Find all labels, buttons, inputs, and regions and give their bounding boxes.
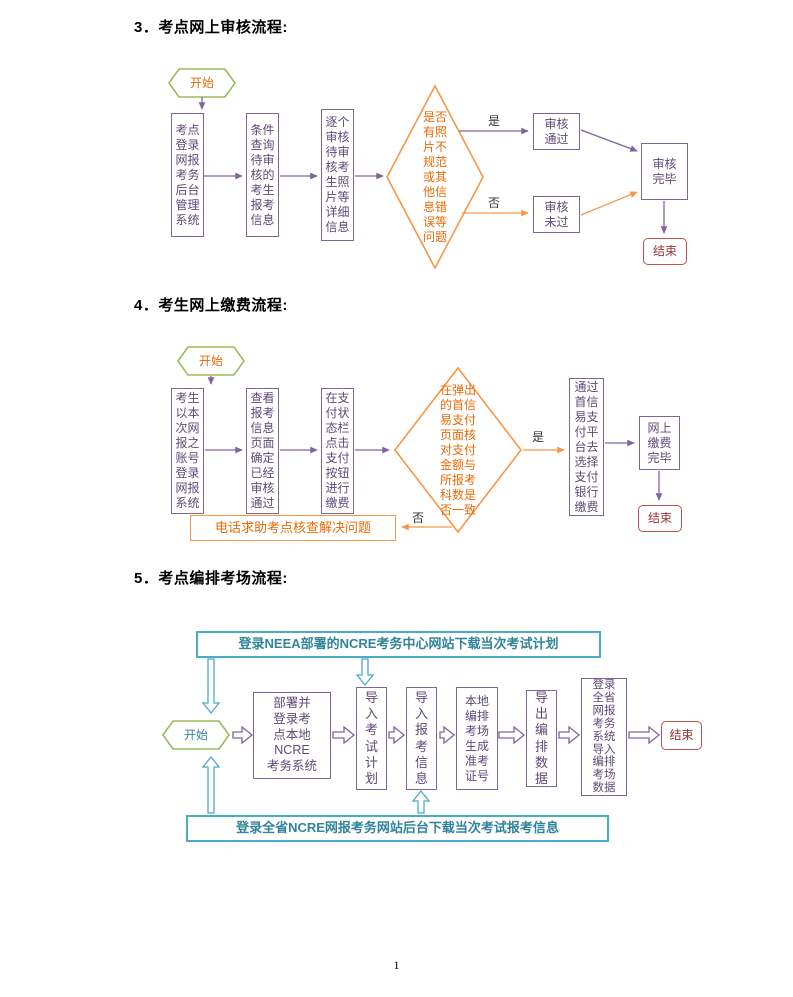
s4-box-click-pay: 在支 付状 态栏 点击 支付 按钮 进行 缴费 — [321, 388, 354, 514]
s3-arrow-pass-to-done — [580, 129, 638, 152]
s3-start-label: 开始 — [189, 75, 214, 90]
s5-arrow-bottombanner-up — [201, 755, 221, 814]
s5-top-banner: 登录NEEA部署的NCRE考务中心网站下载当次考试计划 — [196, 631, 601, 658]
s5-start-label: 开始 — [183, 727, 208, 742]
s3-no-label: 否 — [487, 195, 500, 210]
s3-box-review-failed: 审核 未过 — [533, 196, 580, 233]
s4-box-phone-help: 电话求助考点核查解决问题 — [190, 515, 396, 541]
s3-box-review-passed: 审核 通过 — [533, 113, 580, 150]
s3-box-review-complete: 审核 完毕 — [641, 143, 688, 200]
s5-arrow-info-up — [411, 789, 431, 814]
s3-box-login-backend: 考点 登录 网报 考务 后台 管理 系统 — [171, 113, 204, 237]
s5-start-hexagon — [162, 720, 230, 750]
s5-box-import-plan: 导 入 考 试 计 划 — [356, 687, 387, 790]
s5-arrow-plan-down — [355, 658, 375, 687]
s4-box-payment-complete: 网上 缴费 完毕 — [639, 416, 680, 470]
s4-yes-label: 是 — [531, 429, 544, 444]
s5-arrow-arrange-to-export — [498, 725, 526, 745]
s4-decision-label: 在弹出 的首信 易支付 页面核 对支付 金额与 所报考 科数是 否一致 — [439, 383, 476, 517]
s5-arrow-deploy-to-plan — [332, 725, 356, 745]
s4-arrows — [205, 376, 663, 531]
s4-start-hexagon — [177, 346, 245, 376]
s3-box-review-photos: 逐个 审核 待审 核考 生照 片等 详细 信息 — [321, 109, 354, 241]
section-5-heading: 5．考点编排考场流程: — [134, 570, 288, 587]
s3-arrow-fail-to-done — [580, 191, 638, 216]
s4-box-pay-via-bank: 通过 首信 易支 付平 台去 选择 支付 银行 缴费 — [569, 378, 604, 516]
s5-box-import-info: 导 入 报 考 信 息 — [406, 687, 437, 790]
s3-decision-label: 是否 有照 片不 规范 或其 他信 息错 误等 问题 — [422, 109, 447, 244]
s5-bottom-banner: 登录全省NCRE网报考务网站后台下载当次考试报考信息 — [186, 815, 609, 842]
s5-arrow-plan-to-info — [388, 725, 406, 745]
section-3-heading: 3．考点网上审核流程: — [134, 19, 288, 36]
s3-end-box: 结束 — [643, 238, 687, 265]
s5-arrow-upload-to-end — [628, 725, 661, 745]
s3-arrows — [198, 97, 668, 234]
s5-box-export-data: 导 出 编 排 数 据 — [526, 690, 557, 787]
s4-decision-diamond — [393, 366, 523, 534]
s5-arrow-start-to-deploy — [232, 725, 254, 745]
s4-end-box: 结束 — [638, 505, 682, 532]
s4-box-login-account: 考生 以本 次网 报之 账号 登录 网报 系统 — [171, 388, 204, 514]
s5-box-deploy-local: 部署并 登录考 点本地 NCRE 考务系统 — [253, 692, 331, 779]
s3-yes-label: 是 — [487, 113, 500, 128]
s5-end-box: 结束 — [661, 721, 702, 750]
s4-box-check-reviewed: 查看 报考 信息 页面 确定 已经 审核 通过 — [246, 388, 279, 514]
s5-arrow-topbanner-down — [201, 658, 221, 715]
s5-arrows — [201, 658, 661, 814]
s5-box-arrange-rooms: 本地 编排 考场 生成 准考 证号 — [456, 687, 498, 790]
s4-no-label: 否 — [411, 510, 424, 525]
s5-box-upload-data: 登录 全省 网报 考务 系统 导入 编排 考场 数据 — [581, 678, 627, 796]
s5-arrow-export-to-upload — [558, 725, 581, 745]
s3-start-hexagon — [168, 68, 236, 98]
s3-box-condition-query: 条件 查询 待审 核的 考生 报考 信息 — [246, 113, 279, 237]
s4-start-label: 开始 — [198, 353, 223, 368]
page-number: 1 — [393, 958, 400, 972]
s5-arrow-info-to-arrange — [439, 725, 456, 745]
section-4-heading: 4．考生网上缴费流程: — [134, 297, 288, 314]
